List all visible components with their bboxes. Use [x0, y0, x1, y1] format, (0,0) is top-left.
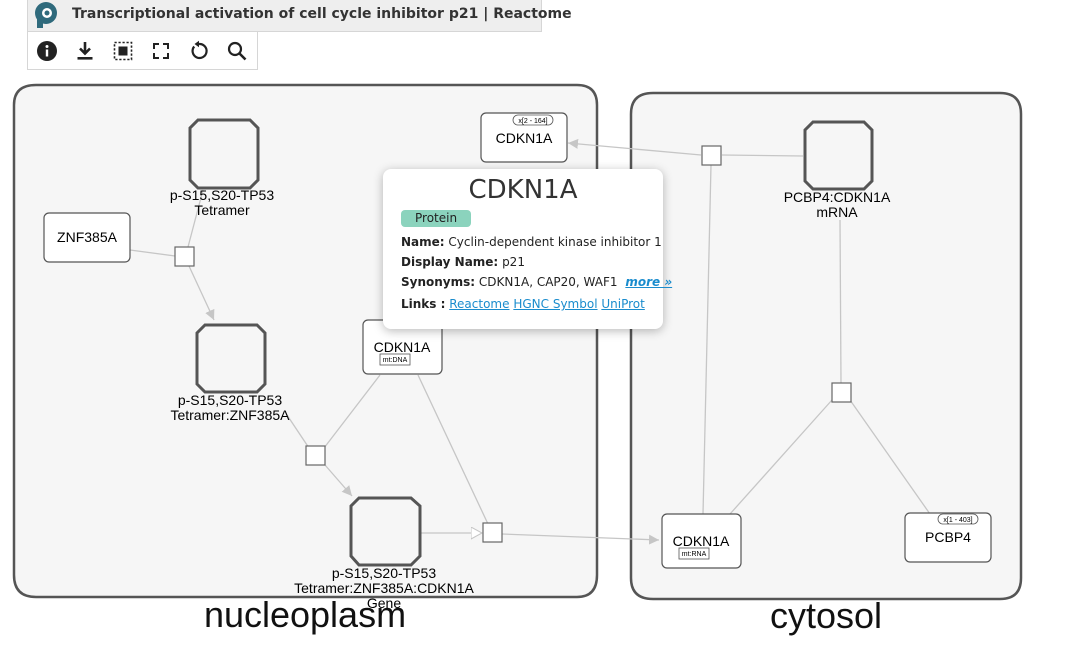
tooltip-name-row: Name: Cyclin-dependent kinase inhibitor …	[401, 235, 662, 249]
node-label: Tetramer:ZNF385A:CDKN1A	[294, 580, 474, 596]
reaction-nodes[interactable]	[174, 145, 852, 543]
protein-znf385a[interactable]: ZNF385A	[43, 212, 131, 263]
cytosol-compartment	[629, 91, 1023, 601]
info-icon[interactable]	[36, 40, 58, 62]
toolbar	[27, 32, 258, 70]
reset-icon[interactable]	[188, 40, 210, 62]
entity-tooltip: CDKN1A Protein Name: Cyclin-dependent ki…	[383, 169, 672, 329]
reaction-node[interactable]	[701, 145, 722, 166]
tooltip-type-badge: Protein	[401, 210, 472, 227]
search-icon[interactable]	[226, 40, 248, 62]
rna-cdkn1a[interactable]: CDKN1A mt:RNA	[661, 513, 742, 569]
node-tag: mt:DNA	[383, 357, 408, 364]
node-label: PCBP4	[925, 529, 971, 545]
complex-pcbp4-cdkn1a-mrna[interactable]: PCBP4:CDKN1A mRNA	[784, 120, 891, 220]
gene-cdkn1a[interactable]: CDKN1A mt:DNA	[362, 319, 443, 375]
node-label: ZNF385A	[57, 229, 118, 245]
tooltip-synonyms-row: Synonyms: CDKN1A, CAP20, WAF1 more »	[401, 275, 672, 289]
fullscreen-icon[interactable]	[150, 40, 172, 62]
complex-tp53-tetramer[interactable]: p-S15,S20-TP53 Tetramer	[170, 118, 274, 218]
node-label: p-S15,S20-TP53	[178, 392, 282, 408]
node-label: PCBP4:CDKN1A	[784, 189, 891, 205]
compartment-label-cytosol: cytosol	[770, 595, 882, 636]
node-label: Tetramer	[194, 202, 250, 218]
tooltip-link-hgnc[interactable]: HGNC Symbol	[513, 297, 598, 311]
tooltip-name-label: Name:	[401, 235, 445, 249]
reactome-logo-icon	[35, 2, 57, 28]
protein-cdkn1a[interactable]: x[2 - 164] CDKN1A	[480, 112, 568, 163]
reaction-node[interactable]	[305, 445, 326, 466]
tooltip-synonyms-label: Synonyms:	[401, 275, 476, 289]
tooltip-title: CDKN1A	[468, 175, 578, 205]
fit-selection-icon[interactable]	[112, 40, 134, 62]
tooltip-links-row: Links : Reactome HGNC Symbol UniProt	[401, 297, 645, 311]
tooltip-links-label: Links :	[401, 297, 446, 311]
node-tag: mt:RNA	[682, 551, 707, 558]
download-icon[interactable]	[74, 40, 96, 62]
complex-tp53-znf385a-cdkn1a-gene[interactable]: p-S15,S20-TP53 Tetramer:ZNF385A:CDKN1A G…	[294, 496, 475, 611]
protein-pcbp4[interactable]: x[1 - 403] PCBP4	[904, 512, 992, 563]
reaction-node[interactable]	[482, 522, 503, 543]
node-label: Tetramer:ZNF385A	[170, 407, 290, 423]
node-label: CDKN1A	[496, 130, 553, 146]
tooltip-link-reactome[interactable]: Reactome	[449, 297, 510, 311]
title-bar: Transcriptional activation of cell cycle…	[27, 0, 572, 32]
window-title: Transcriptional activation of cell cycle…	[72, 6, 572, 22]
tooltip-display-row: Display Name: p21	[401, 255, 525, 269]
tooltip-more-link[interactable]: more »	[625, 275, 673, 289]
reaction-edges	[129, 138, 931, 545]
node-label: mRNA	[816, 204, 858, 220]
tooltip-name-value: Cyclin-dependent kinase inhibitor 1	[448, 235, 662, 249]
tooltip-synonyms-value: CDKN1A, CAP20, WAF1	[478, 275, 618, 289]
node-label: Gene	[367, 595, 401, 611]
node-tag: x[1 - 403]	[943, 517, 972, 524]
node-label: CDKN1A	[673, 533, 730, 549]
complex-tp53-znf385a[interactable]: p-S15,S20-TP53 Tetramer:ZNF385A	[170, 323, 290, 423]
reaction-node[interactable]	[831, 382, 852, 403]
node-label: p-S15,S20-TP53	[332, 565, 436, 581]
node-label: CDKN1A	[374, 339, 431, 355]
tooltip-display-value: p21	[502, 255, 525, 269]
reaction-node[interactable]	[174, 246, 195, 267]
tooltip-display-label: Display Name:	[401, 255, 499, 269]
tooltip-link-uniprot[interactable]: UniProt	[601, 297, 645, 311]
compartment-label-nucleoplasm: nucleoplasm	[204, 594, 406, 635]
node-label: p-S15,S20-TP53	[170, 187, 274, 203]
node-tag: x[2 - 164]	[518, 118, 547, 125]
